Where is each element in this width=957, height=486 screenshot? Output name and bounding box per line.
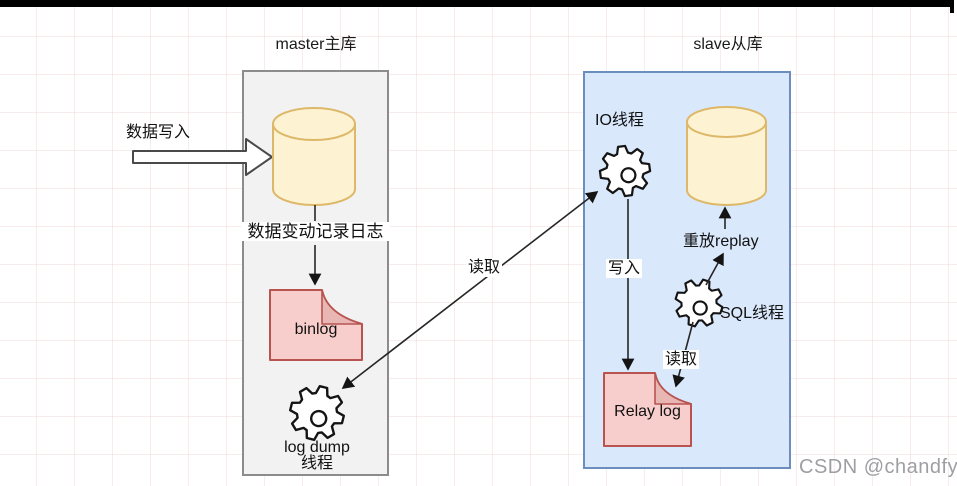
data-write-label: 数据写入 [126, 124, 191, 141]
io-thread-label: IO线程 [595, 112, 644, 129]
sql-thread-label: SQL线程 [720, 305, 785, 322]
relay-log-label: Relay log [614, 403, 681, 420]
master-cylinder-caption: 数据变动记录日志 [241, 222, 390, 241]
write-relay-label: 写入 [606, 259, 643, 278]
master-title: master主库 [275, 36, 357, 53]
log-dump-thread-label-line2: 线程 [300, 455, 333, 472]
csdn-watermark: CSDN @chandfy [799, 456, 957, 478]
slave-title: slave从库 [693, 36, 763, 53]
binlog-label: binlog [294, 321, 338, 338]
top-letterbox-bar [0, 0, 954, 7]
top-letterbox-tick [950, 0, 954, 13]
read-binlog-label: 读取 [466, 258, 503, 277]
read-relay-label: 读取 [663, 350, 700, 369]
replay-label: 重放replay [683, 233, 759, 250]
master-group-box [242, 70, 389, 476]
